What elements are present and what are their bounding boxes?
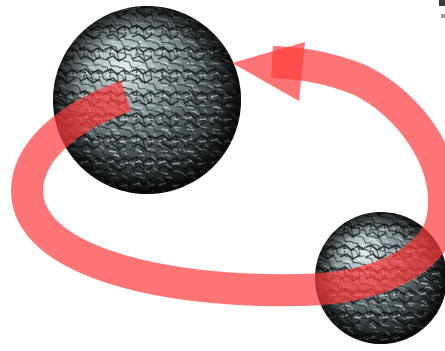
- orbit-arrow-head: [232, 42, 305, 101]
- corner-mark: [439, 0, 445, 6]
- corner-mark-small: [441, 14, 445, 18]
